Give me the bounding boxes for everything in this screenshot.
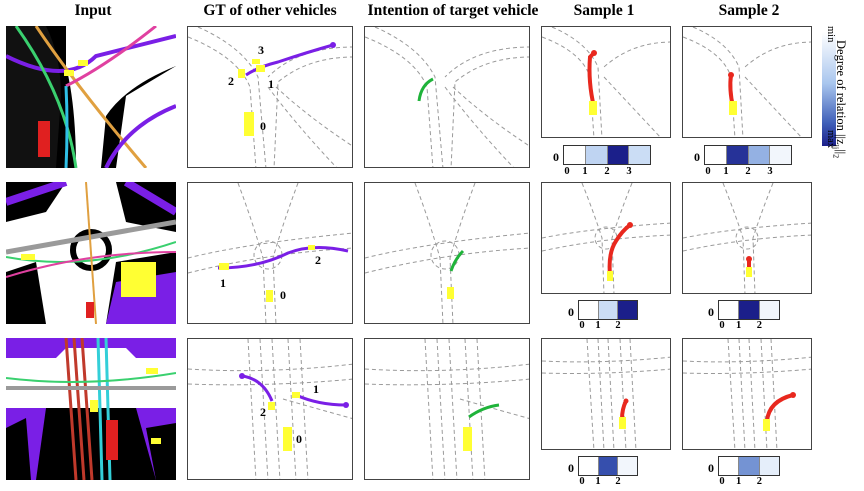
strip-tick-label: 0	[719, 320, 725, 331]
header-sample2: Sample 2	[718, 2, 780, 19]
strip-tick-label: 1	[582, 166, 588, 177]
strip-tick-label: 3	[626, 166, 632, 177]
relation-strip-s2-r1	[704, 145, 792, 165]
vehicle-3	[252, 59, 260, 64]
sample2-panel-row3	[682, 338, 812, 450]
header-input: Input	[74, 2, 112, 19]
gt-label-d: 0	[260, 119, 266, 133]
header-gt: GT of other vehicles	[203, 2, 337, 19]
gt-trajectory	[245, 43, 334, 77]
relation-cell-1	[739, 457, 760, 475]
colorbar-title: Degree of relation ||zij||2	[831, 40, 849, 159]
relation-cell-0	[719, 301, 740, 319]
sample1-panel-row3	[541, 338, 671, 450]
strip-tick-label: 2	[604, 166, 610, 177]
relation-colorbar	[822, 32, 836, 146]
strip-tick-label: 0	[719, 476, 725, 487]
header-intention: Intention of target vehicle	[367, 2, 539, 19]
input-map-row3	[6, 338, 176, 480]
strip-tick-label: 0	[705, 166, 711, 177]
gt-panel-row1: 3 2 1 0	[187, 26, 353, 168]
gt-panel-row2: 2 1 0	[187, 182, 353, 324]
sample-trajectory	[587, 51, 596, 108]
relation-strip-s1-r3	[578, 456, 638, 476]
strip-zero-label: 0	[553, 150, 559, 164]
strip-tick-label: 2	[615, 320, 621, 331]
gt-label-b: 1	[220, 276, 226, 290]
strip-zero-label: 0	[568, 461, 574, 475]
strip-tick-label: 1	[736, 476, 742, 487]
relation-cell-0	[719, 457, 740, 475]
strip-tick-label: 0	[579, 320, 585, 331]
relation-cell-1	[726, 146, 749, 164]
strip-tick-label: 2	[745, 166, 751, 177]
relation-cell-2	[618, 457, 638, 475]
sample1-panel-row2	[541, 182, 671, 294]
strip-tick-label: 2	[756, 320, 762, 331]
relation-cell-2	[759, 457, 779, 475]
strip-tick-label: 1	[736, 320, 742, 331]
relation-cell-3	[629, 146, 650, 164]
strip-tick-label: 3	[767, 166, 773, 177]
intention-path	[417, 77, 434, 102]
relation-cell-0	[564, 146, 586, 164]
strip-zero-label: 0	[694, 150, 700, 164]
strip-zero-label: 0	[568, 305, 574, 319]
relation-cell-0	[579, 457, 599, 475]
gt-label-b: 2	[228, 74, 234, 88]
intention-panel-row2	[364, 182, 530, 324]
relation-cell-1	[585, 146, 608, 164]
gt-label-a: 1	[313, 382, 319, 396]
intention-panel-row3	[364, 338, 530, 480]
strip-zero-label: 0	[708, 461, 714, 475]
sample2-panel-row1	[682, 26, 812, 138]
relation-cell-2	[759, 301, 779, 319]
strip-tick-label: 1	[723, 166, 729, 177]
gt-label-c: 1	[268, 77, 274, 91]
relation-strip-s2-r3	[718, 456, 780, 476]
input-map-row1	[6, 26, 176, 168]
relation-cell-3	[770, 146, 791, 164]
strip-tick-label: 1	[595, 320, 601, 331]
gt-label-c: 0	[296, 432, 302, 446]
strip-tick-label: 1	[595, 476, 601, 487]
intention-panel-row1	[364, 26, 530, 168]
relation-cell-1	[598, 301, 619, 319]
gt-panel-row3: 1 2 0	[187, 338, 353, 480]
relation-cell-1	[739, 301, 760, 319]
vehicle-2	[238, 69, 245, 78]
header-sample1: Sample 1	[573, 2, 635, 19]
vehicle-1	[256, 65, 265, 72]
gt-label-b: 2	[260, 405, 266, 419]
relation-strip-s1-r2	[578, 300, 638, 320]
relation-cell-0	[579, 301, 599, 319]
relation-cell-0	[705, 146, 727, 164]
relation-strip-s1-r1	[563, 145, 651, 165]
strip-zero-label: 0	[708, 305, 714, 319]
strip-tick-label: 2	[615, 476, 621, 487]
gt-map-row1	[188, 27, 352, 167]
gt-label-a: 3	[258, 43, 264, 57]
input-map-row2	[6, 182, 176, 324]
gt-label-a: 2	[315, 253, 321, 267]
vehicle-0	[244, 112, 254, 136]
sample2-panel-row2	[682, 182, 812, 294]
gt-label-c: 0	[280, 288, 286, 302]
strip-tick-label: 0	[564, 166, 570, 177]
sample1-panel-row1	[541, 26, 671, 138]
relation-cell-2	[607, 146, 630, 164]
relation-strip-s2-r2	[718, 300, 780, 320]
strip-tick-label: 0	[579, 476, 585, 487]
strip-tick-label: 2	[756, 476, 762, 487]
relation-cell-2	[748, 146, 771, 164]
relation-cell-2	[618, 301, 638, 319]
relation-cell-1	[598, 457, 619, 475]
